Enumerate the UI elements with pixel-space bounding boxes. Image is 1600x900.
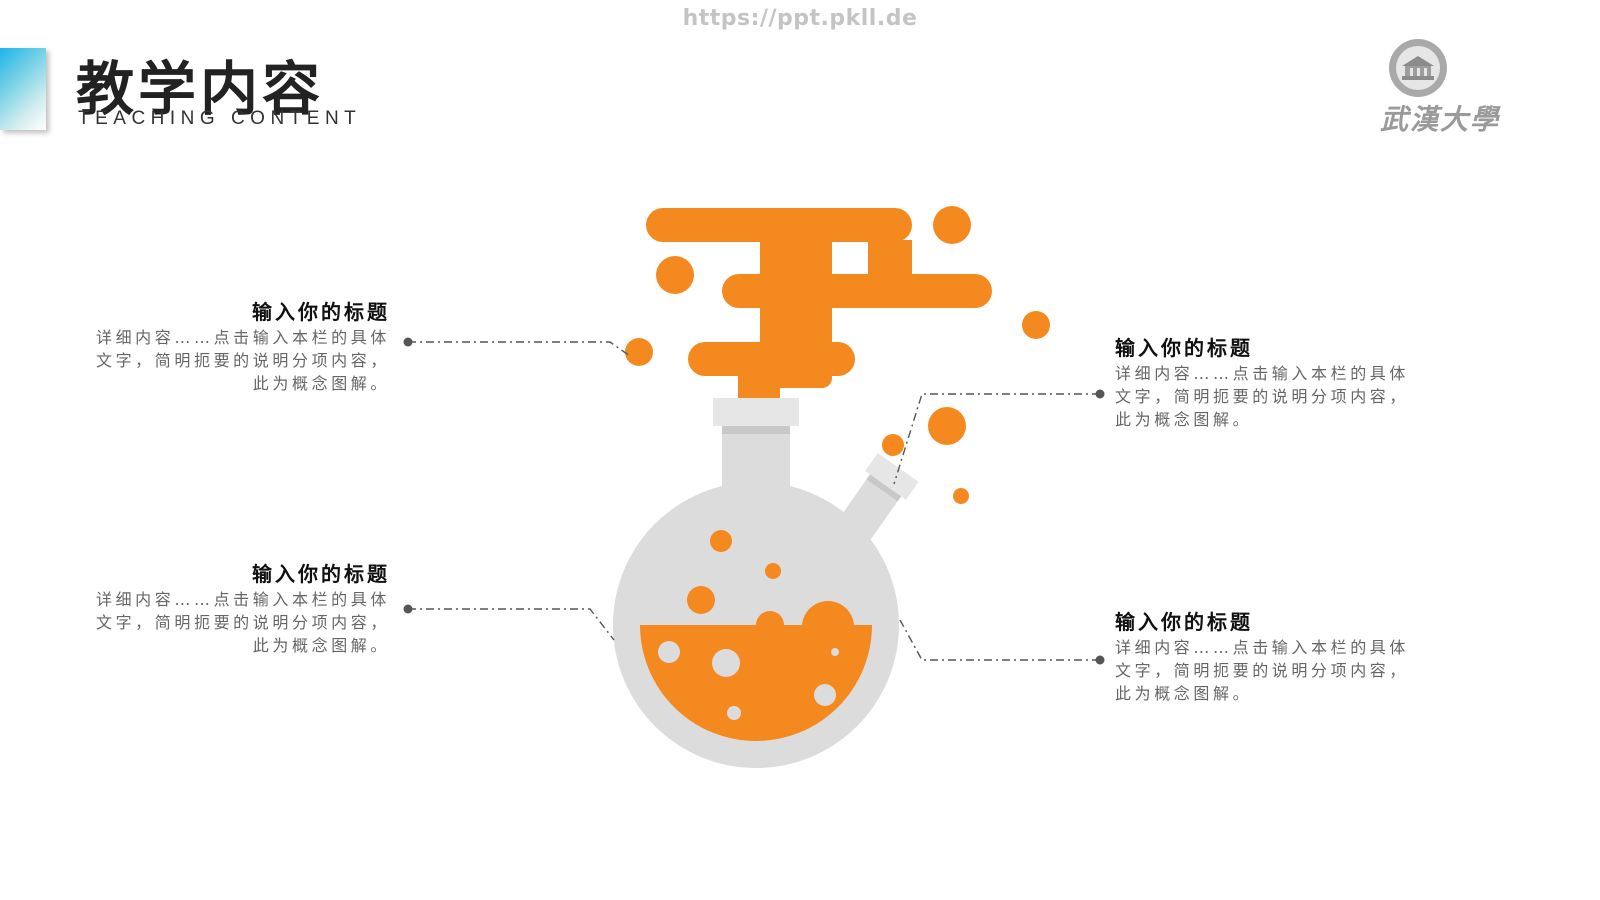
text-block-bottom-right: 输入你的标题 详细内容……点击输入本栏的具体文字，简明扼要的说明分项内容，此为概… (1115, 608, 1415, 705)
connector-line-bottom-right (899, 619, 1100, 661)
connector-dot-top-left (403, 337, 413, 347)
connector-line-top-left (408, 341, 631, 357)
text-block-bottom-left: 输入你的标题 详细内容……点击输入本栏的具体文字，简明扼要的说明分项内容，此为概… (90, 560, 390, 657)
block-description: 详细内容……点击输入本栏的具体文字，简明扼要的说明分项内容，此为概念图解。 (1115, 364, 1410, 429)
university-seal-icon (1389, 39, 1447, 97)
header-accent-block (0, 48, 46, 130)
block-title: 输入你的标题 (1115, 336, 1253, 360)
connector-lines (408, 341, 1100, 661)
connector-dots (403, 337, 1105, 665)
university-logo: 武漢大學 (1380, 36, 1500, 146)
block-description: 详细内容……点击输入本栏的具体文字，简明扼要的说明分项内容，此为概念图解。 (1115, 638, 1410, 703)
block-title: 输入你的标题 (1115, 610, 1253, 634)
block-description: 详细内容……点击输入本栏的具体文字，简明扼要的说明分项内容，此为概念图解。 (95, 590, 390, 655)
flask-icon (613, 398, 919, 768)
connector-dot-bottom-right (1095, 655, 1105, 665)
connector-dot-top-right (1095, 389, 1105, 399)
block-description: 详细内容……点击输入本栏的具体文字，简明扼要的说明分项内容，此为概念图解。 (95, 328, 390, 393)
page-subtitle: TEACHING CONTENT (78, 108, 362, 129)
connector-dot-bottom-left (403, 604, 413, 614)
block-title: 输入你的标题 (252, 562, 390, 586)
text-block-top-left: 输入你的标题 详细内容……点击输入本栏的具体文字，简明扼要的说明分项内容，此为概… (90, 298, 390, 395)
smoke-cloud (625, 206, 1050, 504)
text-block-top-right: 输入你的标题 详细内容……点击输入本栏的具体文字，简明扼要的说明分项内容，此为概… (1115, 334, 1415, 431)
connector-line-top-right (893, 393, 1100, 485)
page-title: 教学内容 (76, 55, 325, 123)
university-logo-text: 武漢大學 (1380, 103, 1501, 136)
block-title: 输入你的标题 (252, 300, 390, 324)
connector-line-bottom-left (408, 608, 615, 641)
watermark-url: https://ppt.pkll.de (682, 6, 918, 31)
